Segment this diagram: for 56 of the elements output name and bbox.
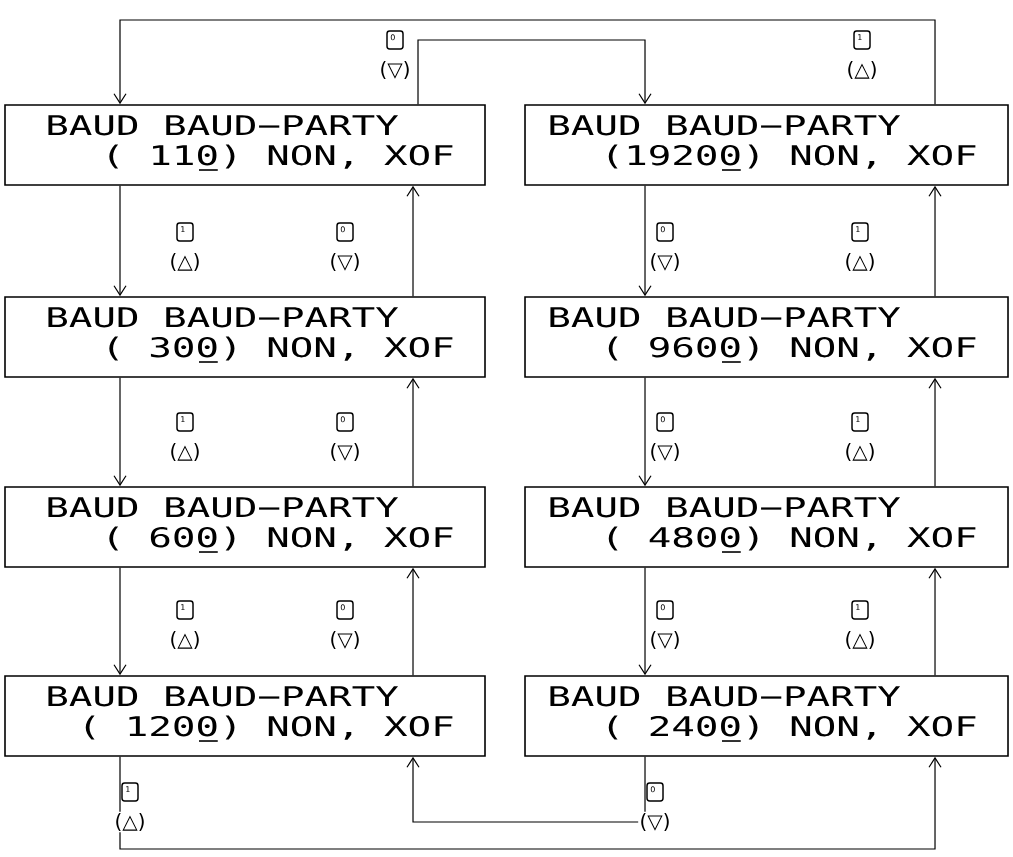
keycap: 0: [336, 222, 354, 242]
keycap: 1: [851, 600, 869, 620]
arrow: [638, 185, 652, 297]
arrow: [406, 377, 420, 487]
edge-label: (▽): [638, 811, 672, 833]
display-box: BAUD BAUD−PARTY ( 110) NON, XOF: [4, 104, 486, 186]
edge-label: (▽): [328, 629, 362, 651]
arrow: [113, 377, 127, 487]
arrow: [406, 567, 420, 676]
edge-label: (△): [843, 251, 877, 273]
arrow: [928, 185, 942, 297]
arrow: [113, 185, 127, 297]
arrow: [406, 185, 420, 297]
keycap: 1: [176, 412, 194, 432]
edge-label: (▽): [648, 441, 682, 463]
display-box: BAUD BAUD−PARTY ( 2400) NON, XOF: [524, 675, 1009, 757]
display-box: BAUD BAUD−PARTY ( 9600) NON, XOF: [524, 296, 1009, 378]
keycap: 0: [656, 222, 674, 242]
edge-label: (△): [843, 629, 877, 651]
edge-label: (△): [168, 629, 202, 651]
keycap: 0: [656, 600, 674, 620]
edge-label: (▽): [648, 251, 682, 273]
edge-label: (▽): [648, 629, 682, 651]
arrow: [113, 567, 127, 676]
arrow: [113, 19, 936, 105]
arrow: [928, 377, 942, 487]
edge-label: (△): [843, 441, 877, 463]
edge-label: (△): [113, 811, 147, 833]
display-box: BAUD BAUD−PARTY ( 4800) NON, XOF: [524, 486, 1009, 568]
keycap: 1: [121, 782, 139, 802]
display-box: BAUD BAUD−PARTY (19200) NON, XOF: [524, 104, 1009, 186]
edge-label: (△): [845, 59, 879, 81]
keycap: 0: [386, 30, 404, 50]
keycap: 1: [853, 30, 871, 50]
keycap: 1: [851, 412, 869, 432]
edge-label: (▽): [378, 59, 412, 81]
keycap: 1: [851, 222, 869, 242]
keycap: 0: [656, 412, 674, 432]
keycap: 0: [646, 782, 664, 802]
arrow: [638, 377, 652, 487]
edge-label: (△): [168, 251, 202, 273]
arrow: [417, 39, 652, 105]
arrow: [119, 756, 942, 850]
edge-label: (△): [168, 441, 202, 463]
keycap: 0: [336, 600, 354, 620]
display-box: BAUD BAUD−PARTY ( 600) NON, XOF: [4, 486, 486, 568]
arrow: [928, 567, 942, 676]
edge-label: (▽): [328, 441, 362, 463]
keycap: 0: [336, 412, 354, 432]
arrow: [406, 756, 646, 823]
display-box: BAUD BAUD−PARTY ( 300) NON, XOF: [4, 296, 486, 378]
keycap: 1: [176, 222, 194, 242]
display-box: BAUD BAUD−PARTY ( 1200) NON, XOF: [4, 675, 486, 757]
edge-label: (▽): [328, 251, 362, 273]
arrow: [638, 567, 652, 676]
keycap: 1: [176, 600, 194, 620]
